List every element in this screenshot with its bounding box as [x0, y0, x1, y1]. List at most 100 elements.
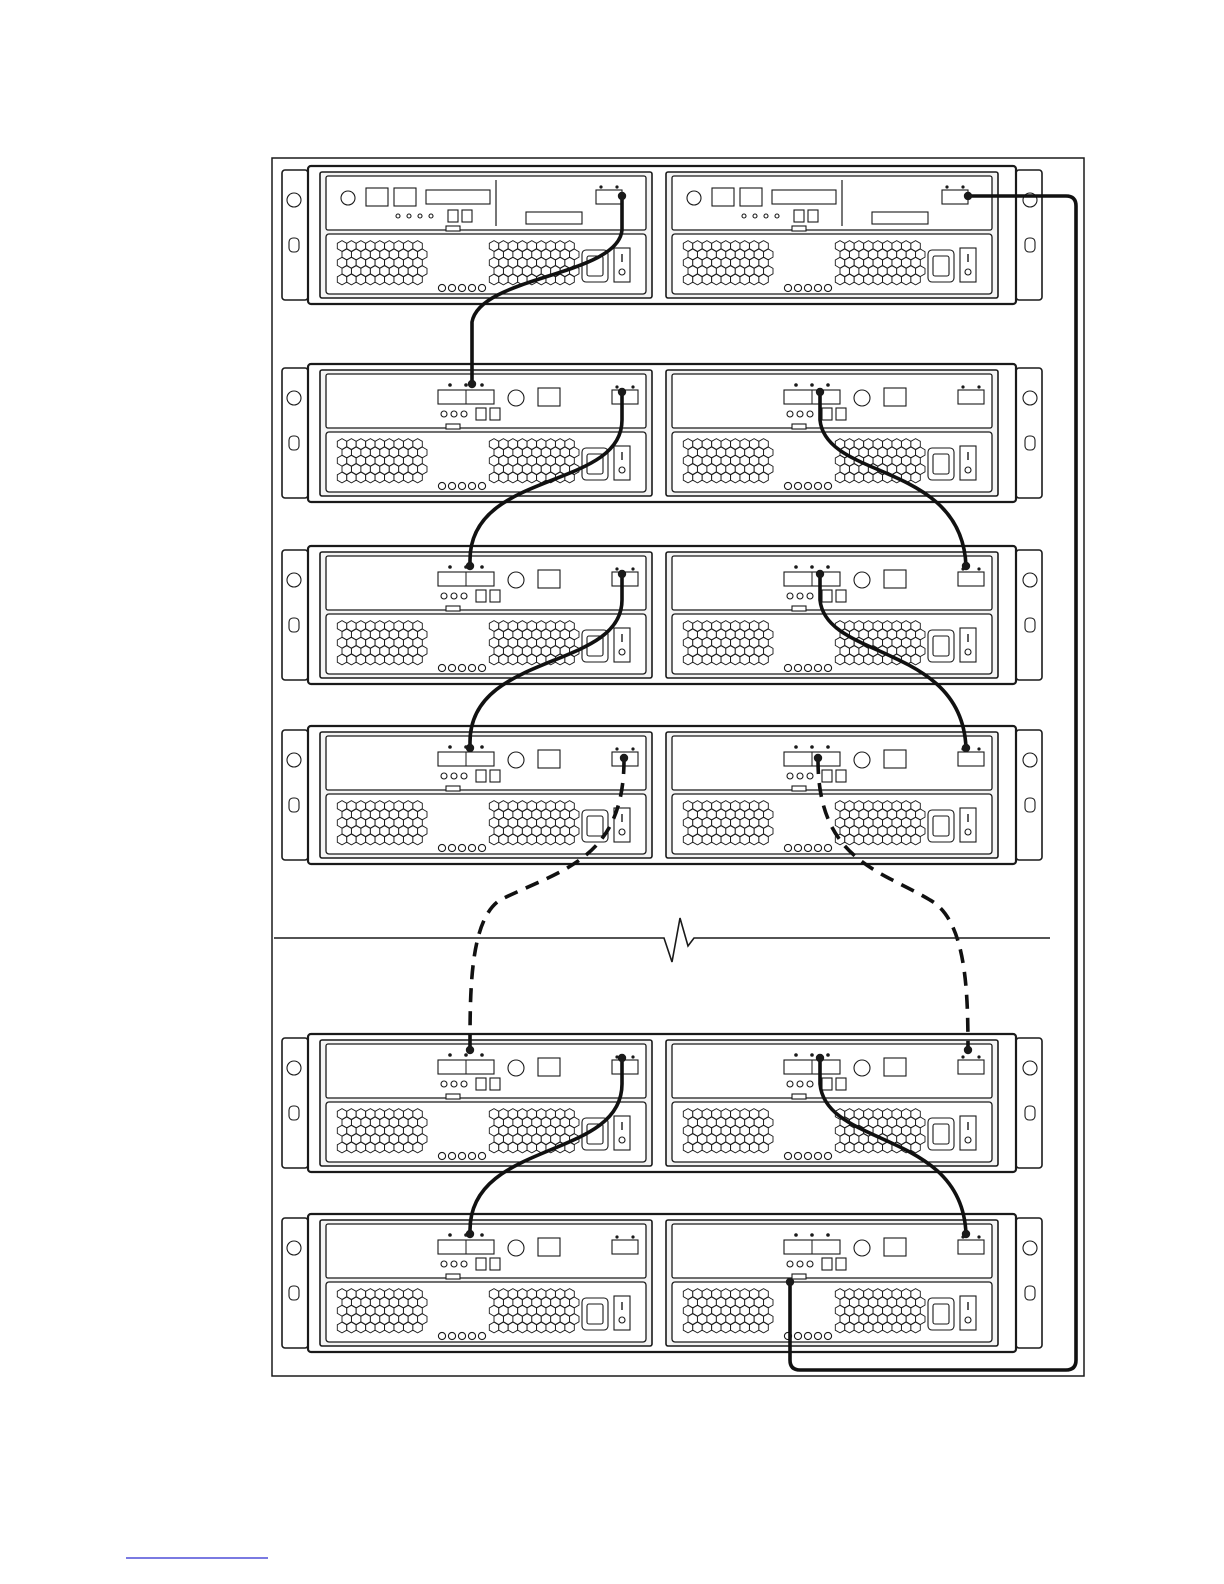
- status-led: [787, 411, 793, 417]
- ear-screw: [1023, 753, 1037, 767]
- vent-hole: [693, 654, 702, 665]
- vent-hole: [518, 834, 527, 845]
- vent-hole: [337, 472, 346, 483]
- psu-led: [824, 482, 831, 489]
- ethernet-port: [366, 188, 388, 206]
- port-led: [826, 1233, 830, 1237]
- vent-hole: [683, 654, 692, 665]
- psu-led: [448, 844, 455, 851]
- ethernet-port: [884, 388, 906, 406]
- vent-hole: [740, 472, 749, 483]
- io-module: [672, 736, 992, 791]
- port-led: [826, 383, 830, 387]
- psu-led: [468, 844, 475, 851]
- status-led: [461, 593, 467, 599]
- psu-led: [794, 664, 801, 671]
- vent-hole: [902, 834, 911, 845]
- vent-grid: [683, 241, 773, 285]
- vent-hole: [759, 1142, 768, 1153]
- rack-ear-left: [282, 1218, 308, 1348]
- latch: [446, 786, 460, 791]
- vent-hole: [731, 274, 740, 285]
- vent-grid: [489, 241, 579, 285]
- vent-grid: [337, 241, 427, 285]
- vent-grid: [835, 1289, 925, 1333]
- vent-hole: [731, 654, 740, 665]
- vent-hole: [721, 654, 730, 665]
- vent-hole: [347, 274, 356, 285]
- psu-led: [814, 1152, 821, 1159]
- status-led: [461, 773, 467, 779]
- ear-slot: [289, 798, 299, 812]
- vent-hole: [883, 274, 892, 285]
- vent-grid: [683, 439, 773, 483]
- psu-led: [448, 1152, 455, 1159]
- vent-hole: [693, 834, 702, 845]
- power-switch: [960, 1296, 976, 1330]
- port-led: [615, 185, 618, 188]
- ear-screw: [1023, 1241, 1037, 1255]
- io-module: [326, 556, 646, 611]
- status-led: [441, 593, 447, 599]
- psu-led: [438, 664, 445, 671]
- vent-hole: [892, 274, 901, 285]
- vent-grid: [489, 621, 579, 665]
- power-supply: [326, 794, 646, 854]
- vent-hole: [385, 472, 394, 483]
- status-led: [764, 214, 768, 218]
- status-slot: [794, 210, 804, 222]
- host-card-port: [526, 212, 582, 224]
- status-led: [787, 593, 793, 599]
- vent-hole: [740, 1142, 749, 1153]
- port-led: [794, 565, 798, 569]
- status-slot: [490, 408, 500, 420]
- vent-hole: [508, 1142, 517, 1153]
- vent-hole: [489, 1142, 498, 1153]
- cable-connector: [964, 1046, 972, 1054]
- switch-off-mark: [619, 467, 625, 473]
- power-inlet-socket: [587, 816, 603, 836]
- power-switch: [614, 1116, 630, 1150]
- status-led: [807, 593, 813, 599]
- vent-hole: [413, 1142, 422, 1153]
- port-body: [958, 752, 984, 766]
- port-led: [810, 383, 814, 387]
- psu-led: [458, 1152, 465, 1159]
- ethernet-port: [538, 570, 560, 588]
- vent-grid: [337, 1109, 427, 1153]
- psu-led: [438, 1332, 445, 1339]
- vent-hole: [337, 1322, 346, 1333]
- psu-led: [458, 844, 465, 851]
- vent-hole: [873, 472, 882, 483]
- port-led: [448, 1233, 452, 1237]
- controller-module: [326, 176, 646, 231]
- service-connector: [508, 572, 524, 588]
- ethernet-port: [884, 570, 906, 588]
- power-supply: [672, 1282, 992, 1342]
- power-switch: [960, 808, 976, 842]
- vent-hole: [731, 1142, 740, 1153]
- vent-hole: [413, 654, 422, 665]
- vent-hole: [854, 654, 863, 665]
- cable-connector: [964, 192, 972, 200]
- vent-hole: [740, 834, 749, 845]
- vent-hole: [902, 1322, 911, 1333]
- status-led: [441, 1081, 447, 1087]
- status-slot: [822, 1078, 832, 1090]
- psu-led: [458, 482, 465, 489]
- power-switch: [614, 248, 630, 282]
- vent-hole: [385, 654, 394, 665]
- vent-hole: [750, 654, 759, 665]
- cable-connector: [618, 1054, 626, 1062]
- host-card-port: [872, 212, 928, 224]
- canister-right: [666, 732, 998, 858]
- host-port-group: [426, 190, 490, 204]
- status-led: [451, 411, 457, 417]
- ear-slot: [1025, 798, 1035, 812]
- vent-hole: [835, 1142, 844, 1153]
- canister-left: [320, 732, 652, 858]
- shelf-2: [282, 364, 1042, 502]
- vent-hole: [693, 274, 702, 285]
- vent-hole: [864, 1142, 873, 1153]
- vent-hole: [693, 472, 702, 483]
